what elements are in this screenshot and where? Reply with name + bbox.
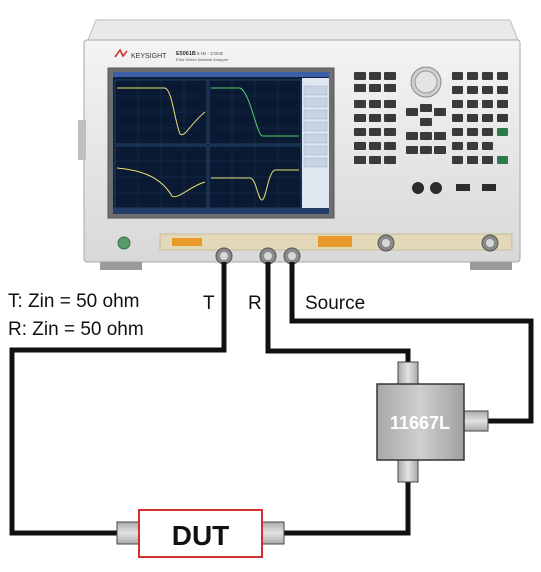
dut-label: DUT xyxy=(172,520,230,551)
measurement-traces xyxy=(116,87,299,201)
dut-right-connector xyxy=(261,521,285,545)
keysight-logo xyxy=(114,48,128,58)
cable-dut-out xyxy=(280,478,411,536)
trace-1 xyxy=(117,87,206,136)
trace-4 xyxy=(211,169,299,201)
display-title-bar xyxy=(113,72,329,77)
warning-label-2 xyxy=(318,236,352,247)
analyzer-foot-left xyxy=(100,262,142,270)
model-subtitle: ENA Series Network Analyzer xyxy=(176,57,229,62)
dut-box xyxy=(138,509,263,558)
dut-left-connector xyxy=(116,521,140,545)
analyzer-foot-right xyxy=(470,262,512,270)
power-button[interactable] xyxy=(117,236,131,250)
brand-name: KEYSIGHT xyxy=(131,53,167,60)
splitter-right-connector xyxy=(461,410,489,432)
keysight-wave-icon xyxy=(114,48,128,58)
splitter-label: 11667L xyxy=(390,413,450,433)
usb-port-1 xyxy=(456,184,470,191)
impedance-r-label: R: Zin = 50 ohm xyxy=(8,319,144,340)
dut-block: DUT xyxy=(116,509,285,558)
model-description: 5 Hz - 3 GHz xyxy=(197,51,224,56)
probe-power-jack-2 xyxy=(430,182,442,194)
display-status-bar xyxy=(113,208,329,214)
cable-r xyxy=(265,262,411,366)
cable-source xyxy=(289,262,534,424)
softkey-buttons xyxy=(303,85,328,168)
model-number: E5061B xyxy=(176,51,196,57)
green-key[interactable] xyxy=(497,128,508,136)
trace-2 xyxy=(211,87,299,137)
splitter-body xyxy=(376,383,465,461)
power-splitter: 11667L xyxy=(376,361,489,483)
analyzer-handle xyxy=(78,120,86,160)
probe-power-jack-1 xyxy=(412,182,424,194)
impedance-t-label: T: Zin = 50 ohm xyxy=(8,291,140,312)
trace-3 xyxy=(116,167,206,198)
network-analyzer: KEYSIGHT E5061B 5 Hz - 3 GHz ENA Series … xyxy=(78,19,521,270)
analyzer-top-panel xyxy=(87,19,519,41)
trace-grid xyxy=(115,80,301,208)
port-t-label: T xyxy=(203,293,215,314)
usb-port-2 xyxy=(482,184,496,191)
front-panel-keys xyxy=(354,72,508,164)
warning-label-1 xyxy=(172,238,202,246)
cables xyxy=(9,262,534,536)
front-connectors xyxy=(215,234,499,265)
control-panel xyxy=(354,66,508,194)
port-source-label: Source xyxy=(305,293,366,314)
port-r-label: R xyxy=(248,293,262,314)
entry-key[interactable] xyxy=(497,156,508,164)
cable-t xyxy=(9,262,227,536)
